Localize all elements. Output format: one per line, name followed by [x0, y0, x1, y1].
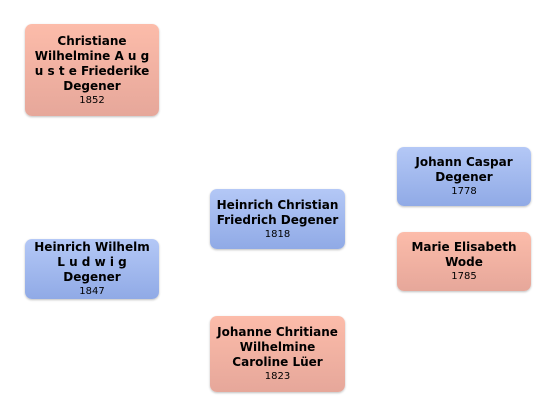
- person-name: Johanne Chritiane Wilhelmine Caroline Lü…: [217, 325, 338, 369]
- person-year: 1823: [264, 371, 291, 382]
- person-box-johann-caspar[interactable]: Johann Caspar Degener 1778: [397, 147, 531, 206]
- person-name: Johann Caspar Degener: [415, 155, 513, 184]
- person-year: 1847: [79, 286, 105, 297]
- person-box-heinrich-christian[interactable]: Heinrich Christian Friedrich Degener 181…: [210, 189, 345, 249]
- person-name: Heinrich Christian Friedrich Degener: [216, 197, 339, 227]
- person-year: 1778: [451, 186, 477, 197]
- person-name: Heinrich Wilhelm L u d w i g Degener: [34, 240, 150, 284]
- person-box-christiane[interactable]: Christiane Wilhelmine A u g u s t e Frie…: [25, 24, 159, 116]
- person-year: 1852: [79, 94, 105, 106]
- person-box-heinrich-wilhelm[interactable]: Heinrich Wilhelm L u d w i g Degener 184…: [25, 239, 159, 299]
- person-year: 1785: [451, 271, 477, 282]
- person-name: Christiane Wilhelmine A u g u s t e Frie…: [34, 33, 150, 93]
- person-box-johanne[interactable]: Johanne Chritiane Wilhelmine Caroline Lü…: [210, 316, 345, 392]
- person-year: 1818: [264, 228, 291, 240]
- person-name: Marie Elisabeth Wode: [411, 240, 517, 269]
- person-box-marie-elisabeth[interactable]: Marie Elisabeth Wode 1785: [397, 232, 531, 291]
